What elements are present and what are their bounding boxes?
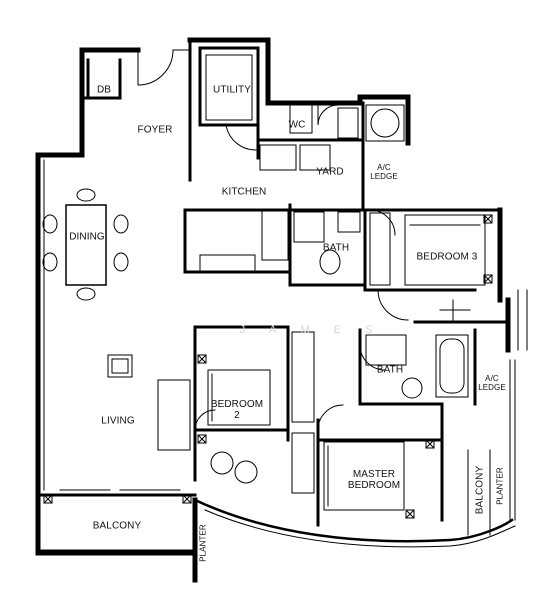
label-planter-right: PLANTER (495, 467, 505, 505)
label-ac-ledge-top-line2: LEDGE (370, 172, 398, 181)
label-balcony-right: BALCONY (474, 465, 486, 515)
label-wc: WC (288, 119, 306, 131)
label-ac-ledge-right-line1: A/C (485, 374, 499, 383)
label-balcony-left: BALCONY (92, 520, 142, 532)
label-yard: YARD (316, 166, 344, 178)
fixture-markers (43, 214, 493, 519)
label-master-bedroom: MASTER BEDROOM (348, 469, 400, 491)
label-ac-ledge-right: A/C LEDGE (478, 374, 506, 392)
interior-walls (36, 38, 510, 527)
label-foyer: FOYER (137, 124, 173, 136)
label-bedroom-2-line2: 2 (234, 410, 240, 421)
label-bath-2: BATH (376, 364, 404, 376)
watermark: JAMES (239, 324, 397, 336)
label-master-bedroom-line1: MASTER (352, 469, 396, 480)
label-ac-ledge-right-line2: LEDGE (478, 383, 506, 392)
label-bedroom-2-line1: BEDROOM (210, 399, 264, 410)
label-bath-1: BATH (322, 242, 350, 254)
label-ac-ledge-top: A/C LEDGE (370, 163, 398, 181)
label-ac-ledge-top-line1: A/C (377, 163, 391, 172)
label-db: DB (96, 84, 112, 96)
label-kitchen: KITCHEN (221, 186, 267, 198)
label-living: LIVING (101, 415, 135, 427)
label-bedroom-3: BEDROOM 3 (416, 251, 478, 263)
label-dining: DINING (69, 231, 105, 243)
label-master-bedroom-line2: BEDROOM (347, 480, 401, 491)
label-utility: UTILITY (213, 84, 251, 96)
label-planter-left: PLANTER (198, 524, 208, 562)
label-bedroom-2: BEDROOM 2 (211, 399, 263, 421)
fixtures-and-details (35, 49, 528, 556)
exterior-walls (35, 37, 511, 583)
